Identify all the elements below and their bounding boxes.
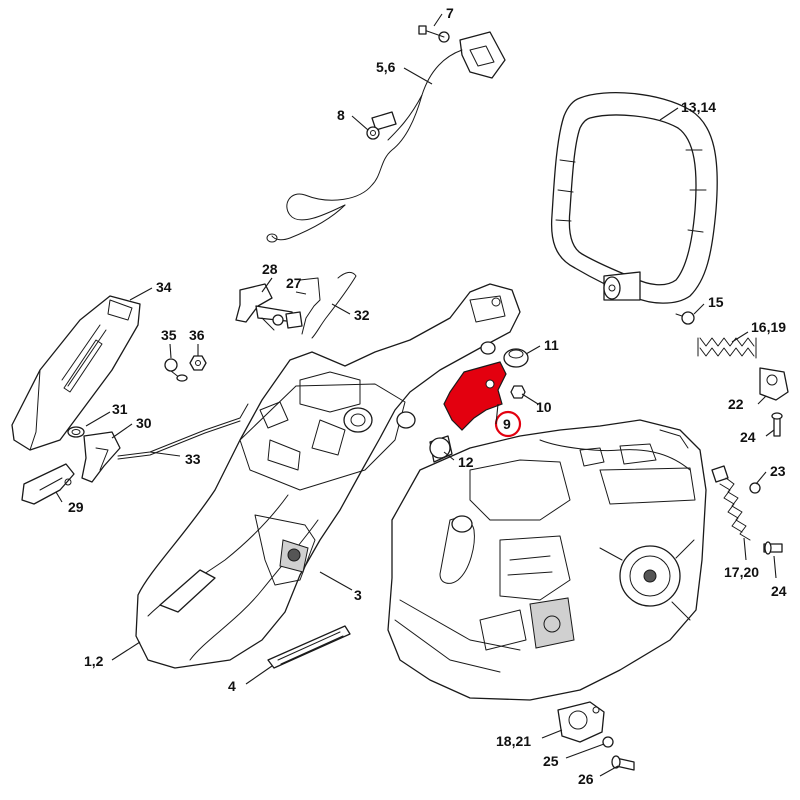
callout-label: 17,20: [724, 564, 759, 580]
lever-part-30: [81, 431, 121, 483]
callout-label: 29: [68, 499, 84, 515]
callout-label: 13,14: [681, 99, 716, 115]
callout-labels: 7 5,6 8 13,14 34 28 27 32 35 36 11 10 9 …: [68, 5, 787, 787]
rod-part-33: [117, 403, 249, 460]
callout-label: 11: [544, 337, 559, 353]
spring-part-27: [299, 277, 321, 335]
callout-label: 30: [136, 415, 152, 431]
buffer-part-11: [503, 348, 529, 368]
callout-label: 24: [740, 429, 756, 445]
main-housing-part: [135, 283, 521, 669]
spring-part-31: [67, 426, 85, 438]
nut-part-36: [189, 355, 207, 371]
callout-label: 27: [286, 275, 302, 291]
screw-part-26: [611, 755, 635, 771]
callout-label: 1,2: [84, 653, 104, 669]
callout-label: 25: [543, 753, 559, 769]
flange-part-18-21: [557, 701, 605, 743]
callout-label: 36: [189, 327, 205, 343]
screw-part-24-bottom: [763, 541, 783, 555]
callout-label: 5,6: [376, 59, 396, 75]
spring-part-16-19: [697, 337, 757, 359]
callout-label: 26: [578, 771, 594, 787]
callout-label: 7: [446, 5, 454, 21]
screw-part-8: [366, 126, 380, 140]
bracket-part-22: [759, 367, 789, 401]
leader-lines: [55, 13, 777, 777]
callout-label: 16,19: [751, 319, 786, 335]
callout-label: 35: [161, 327, 177, 343]
trigger-lockout-part-29: [21, 463, 75, 505]
callout-label: 28: [262, 261, 278, 277]
callout-label: 24: [771, 583, 787, 599]
screw-part-24-top: [771, 412, 783, 437]
throttle-cable-part: [266, 25, 506, 243]
callout-label: 33: [185, 451, 201, 467]
engine-part: [387, 419, 707, 701]
callout-label: 15: [708, 294, 724, 310]
highlighted-part-9[interactable]: [443, 361, 507, 431]
screw-part-15: [675, 311, 695, 325]
screw-part-23: [749, 482, 761, 494]
spring-part-17-20: [711, 465, 751, 541]
callout-label: 4: [228, 678, 236, 694]
callout-label: 18,21: [496, 733, 531, 749]
screw-part-25: [602, 736, 614, 748]
callout-label: 31: [112, 401, 128, 417]
callout-label: 32: [354, 307, 370, 323]
screw-part-35: [164, 358, 188, 382]
callout-label: 10: [536, 399, 552, 415]
rod-part-32: [311, 271, 357, 339]
decal-part-4: [267, 625, 351, 669]
callout-label: 22: [728, 396, 744, 412]
callout-label: 8: [337, 107, 345, 123]
nut-part-10: [510, 385, 526, 399]
callout-label: 12: [458, 454, 474, 470]
handlebar-part: [550, 91, 718, 304]
handle-cover-part-34: [11, 295, 141, 451]
callout-label: 9: [503, 416, 511, 432]
callout-label: 34: [156, 279, 172, 295]
callout-label: 23: [770, 463, 786, 479]
callout-label: 3: [354, 587, 362, 603]
